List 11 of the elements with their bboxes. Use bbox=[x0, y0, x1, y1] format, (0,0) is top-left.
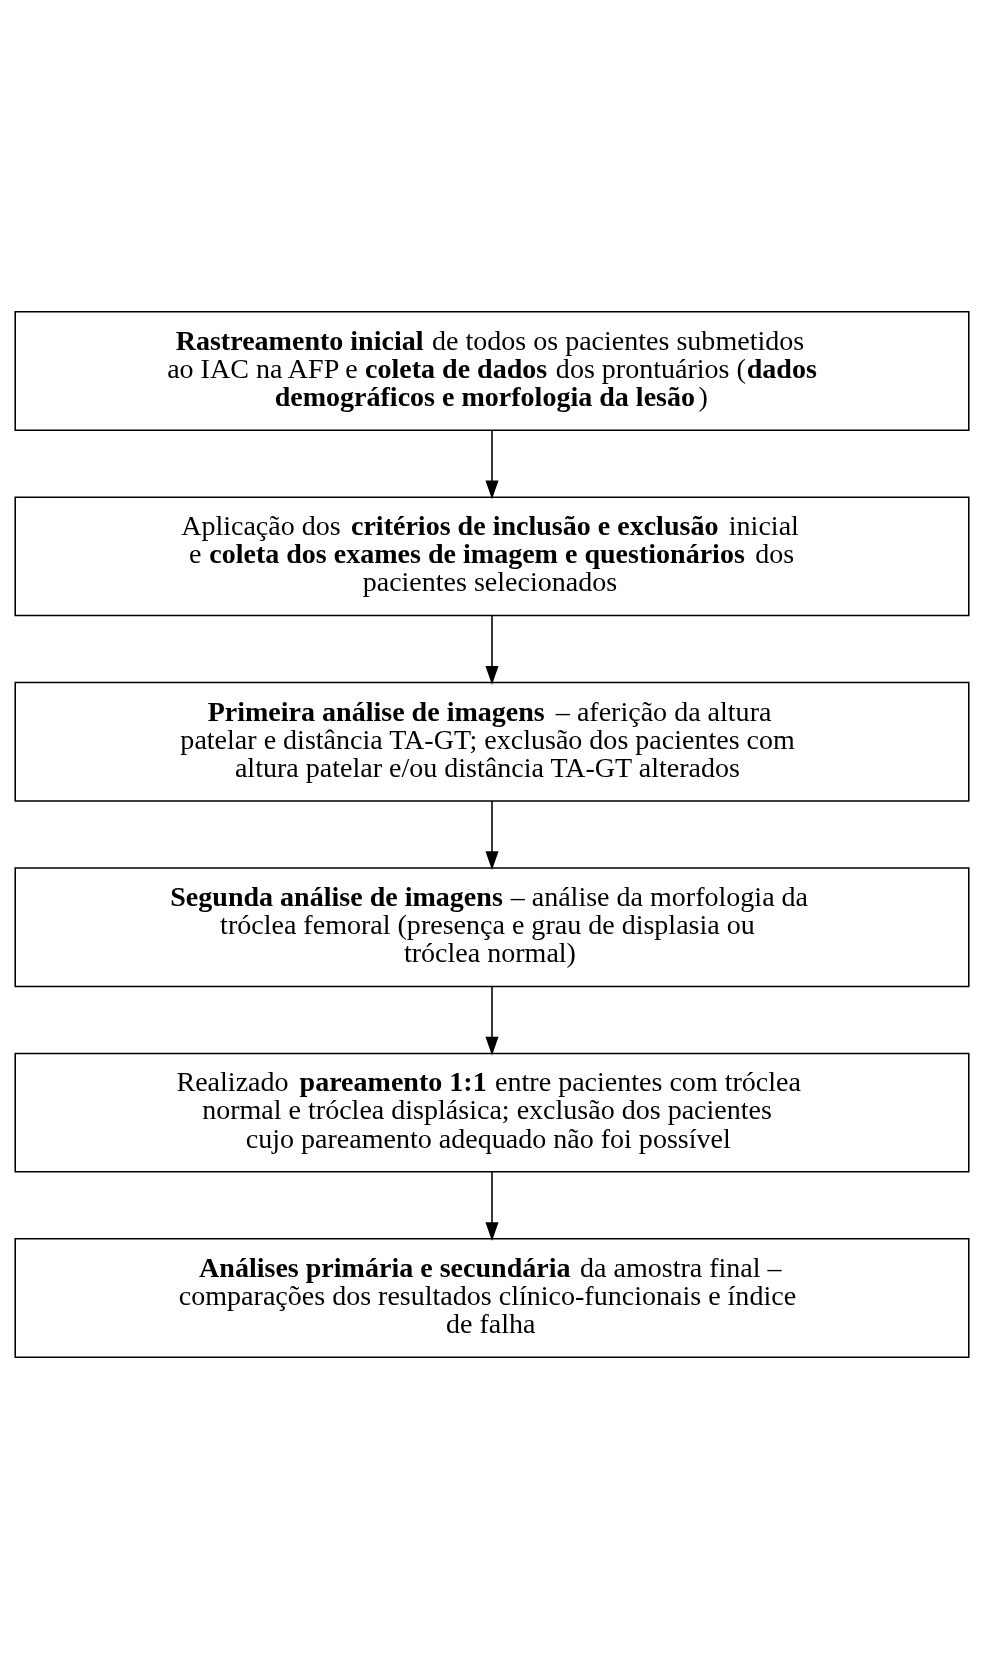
arrow bbox=[484, 1170, 499, 1241]
node-box: Realizado pareamento 1:1 entre pacientes com tróclea normal e tróclea displásica; exclusão dos pacientes cujo pareamento adequado não foi possível bbox=[13, 1052, 970, 1173]
arrow bbox=[484, 985, 499, 1055]
arrow bbox=[484, 799, 499, 870]
node-box: Aplicação dos critérios de inclusão e exclusão inicial e coleta dos exames de imagem e questionários dos pacientes selecionados bbox=[13, 495, 970, 616]
node-box: Primeira análise de imagens – aferição da altura patelar e distância TA-GT; exclusão dos pacientes com altura patelar e/ou distância TA-GT alterados bbox=[13, 681, 970, 802]
arrow bbox=[484, 428, 499, 499]
arrow bbox=[484, 614, 499, 685]
node-box: Segunda análise de imagens – análise da morfologia da tróclea femoral (presença e grau de displasia ou tróclea normal) bbox=[13, 866, 970, 987]
node-box: Rastreamento inicial de todos os pacientes submetidos ao IAC na AFP e coleta de dados dos prontuários (dados demográficos e morfologia da lesão) bbox=[13, 310, 970, 431]
node-box: Análises primária e secundária da amostra final – comparações dos resultados clínico-funcionais e índice de falha bbox=[13, 1237, 970, 1358]
